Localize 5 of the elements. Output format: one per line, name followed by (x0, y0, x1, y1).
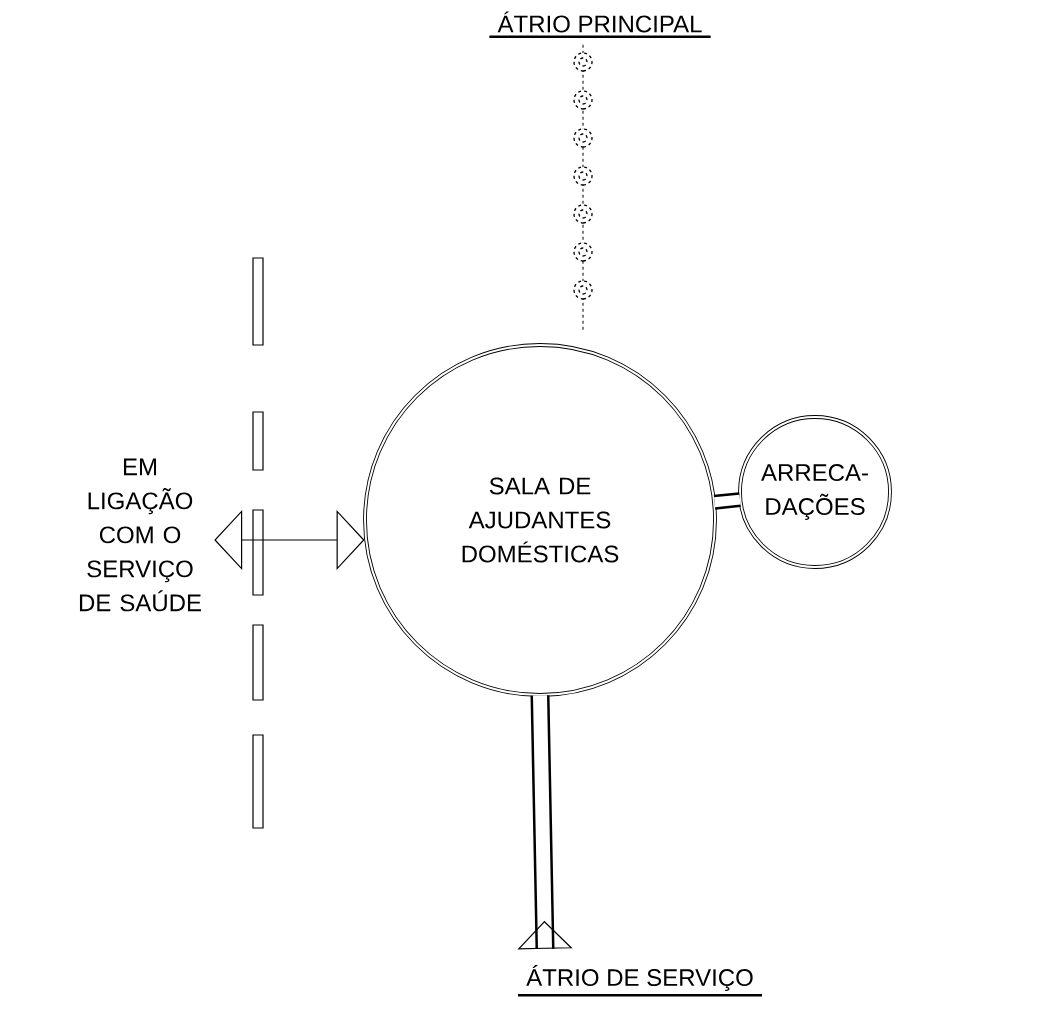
side-note: EM LIGAÇÃO COM O SERVIÇO DE SAÚDE (79, 458, 201, 612)
heading: ÁTRIO DE SERVIÇO (526, 965, 753, 991)
heading: ÁTRIO PRINCIPAL (497, 11, 702, 33)
connector (713, 492, 741, 510)
connector (214, 509, 365, 571)
